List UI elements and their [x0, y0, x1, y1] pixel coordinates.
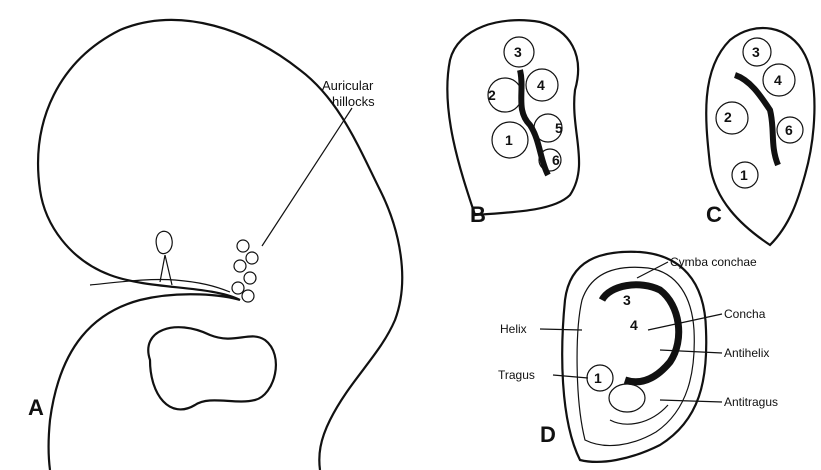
panel-d-antihelix — [602, 285, 679, 382]
c-num-3: 3 — [752, 44, 760, 60]
auricular-label-line2: hillocks — [332, 94, 375, 109]
cymba-leader — [637, 262, 668, 278]
label-antihelix: Antihelix — [724, 346, 769, 360]
label-cymba-conchae: Cymba conchae — [670, 255, 757, 269]
auricular-leader-line — [262, 108, 352, 246]
d-num-4: 4 — [630, 317, 638, 333]
tragus-leader — [553, 375, 588, 378]
b-num-2: 2 — [488, 87, 496, 103]
panel-d-letter: D — [540, 422, 556, 447]
label-helix: Helix — [500, 322, 527, 336]
panel-a-letter: A — [28, 395, 44, 420]
panel-c-ear: 3 4 2 1 6 C — [706, 28, 814, 245]
hillock-cluster — [232, 240, 258, 302]
label-tragus: Tragus — [498, 368, 535, 382]
panel-c-groove — [735, 75, 778, 165]
c-num-4: 4 — [774, 72, 782, 88]
panel-b-letter: B — [470, 202, 486, 227]
embryo-limb-bud — [148, 327, 276, 409]
auricular-label-line1: Auricular — [322, 78, 374, 93]
c-num-6: 6 — [785, 122, 793, 138]
b-num-3: 3 — [514, 44, 522, 60]
d-num-3: 3 — [623, 292, 631, 308]
panel-c-letter: C — [706, 202, 722, 227]
label-concha: Concha — [724, 307, 766, 321]
panel-d-ear: 3 4 1 Cymba conchae Concha Helix Antihel… — [498, 252, 778, 462]
c-num-2: 2 — [724, 109, 732, 125]
panel-c-outline — [706, 28, 814, 245]
embryo-jaw-outline — [40, 190, 240, 470]
embryo-eye-stalk — [156, 231, 172, 285]
panel-b-ear: 3 4 2 1 5 6 B — [447, 20, 579, 227]
helix-leader — [540, 329, 582, 330]
label-antitragus: Antitragus — [724, 395, 778, 409]
b-num-5: 5 — [555, 120, 563, 136]
b-num-1: 1 — [505, 132, 513, 148]
panel-a-embryo: Auricular hillocks A — [28, 20, 402, 470]
b-num-4: 4 — [537, 77, 545, 93]
b-num-6: 6 — [552, 152, 560, 168]
d-num-1: 1 — [594, 370, 602, 386]
concha-leader — [648, 314, 722, 330]
antitragus-leader — [660, 400, 722, 402]
antihelix-leader — [660, 350, 722, 353]
c-num-1: 1 — [740, 167, 748, 183]
